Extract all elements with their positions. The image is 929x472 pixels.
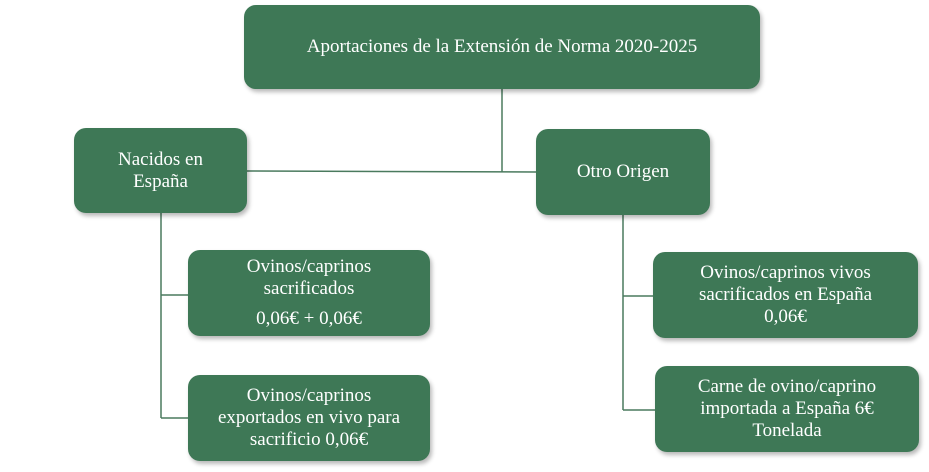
connector-branches bbox=[246, 170, 537, 173]
node-vivos-line-1: Ovinos/caprinos vivos bbox=[700, 262, 871, 283]
node-exportados-line-1: Ovinos/caprinos bbox=[246, 385, 372, 406]
node-nacidos-line-1: Nacidos en bbox=[118, 148, 203, 170]
node-sacrificados-line-2: sacrificados bbox=[263, 278, 355, 299]
node-ovinos-sacrificados: Ovinos/caprinos sacrificados 0,06€ + 0,0… bbox=[188, 250, 430, 336]
node-otro-origen: Otro Origen bbox=[536, 129, 710, 215]
node-nacidos-line-2: España bbox=[133, 170, 188, 192]
node-carne-line-1: Carne de ovino/caprino bbox=[697, 376, 877, 397]
node-sacrificados-line-1: Ovinos/caprinos bbox=[246, 256, 372, 277]
node-otro-origen-label: Otro Origen bbox=[576, 161, 670, 182]
node-ovinos-vivos: Ovinos/caprinos vivos sacrificados en Es… bbox=[653, 252, 918, 338]
node-sacrificados-value: 0,06€ + 0,06€ bbox=[256, 308, 362, 329]
node-vivos-line-2: sacrificados en España bbox=[698, 284, 873, 305]
node-ovinos-exportados: Ovinos/caprinos exportados en vivo para … bbox=[188, 375, 430, 461]
node-exportados-line-3: sacrificio 0,06€ bbox=[249, 429, 369, 450]
root-node: Aportaciones de la Extensión de Norma 20… bbox=[244, 5, 760, 89]
node-carne-importada: Carne de ovino/caprino importada a Españ… bbox=[655, 366, 919, 452]
node-exportados-line-2: exportados en vivo para bbox=[217, 407, 401, 428]
node-vivos-line-3: 0,06€ bbox=[764, 306, 807, 327]
node-carne-line-2: importada a España 6€ bbox=[700, 398, 874, 419]
node-nacidos-en-espana: Nacidos en España bbox=[74, 128, 247, 213]
node-carne-line-3: Tonelada bbox=[752, 420, 822, 441]
root-label: Aportaciones de la Extensión de Norma 20… bbox=[306, 36, 698, 57]
